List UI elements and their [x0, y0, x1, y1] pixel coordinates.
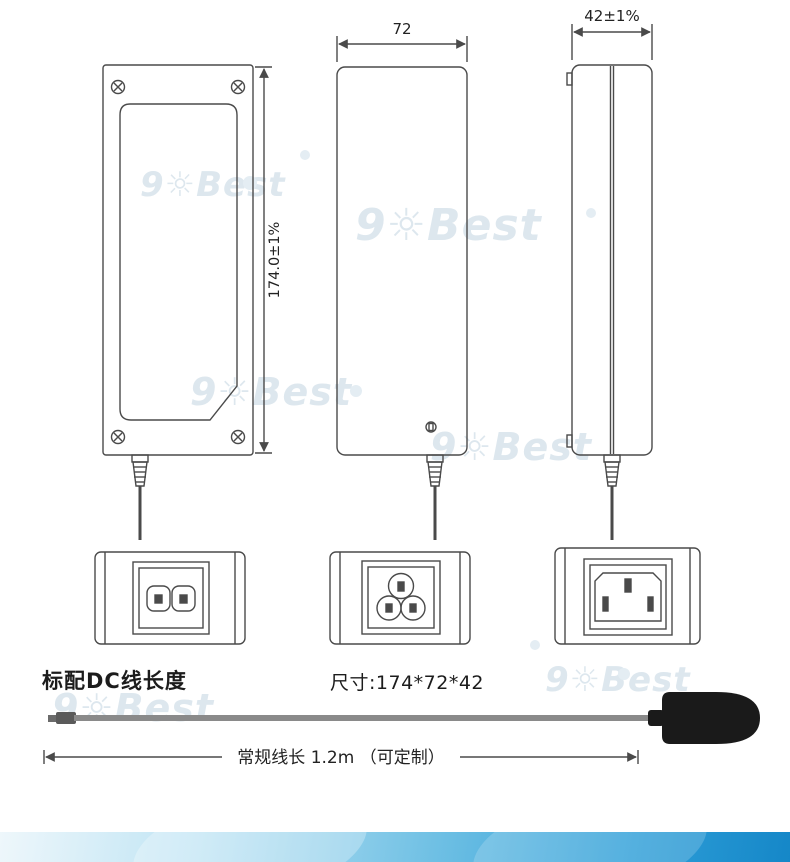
watermark-logo: 9☼Best — [430, 425, 593, 469]
clip-tab — [566, 434, 573, 448]
watermark-dot — [618, 668, 630, 680]
plug-strain-relief — [648, 710, 664, 726]
height-dimension — [255, 66, 272, 454]
watermark-logo: 9☼Best — [52, 686, 215, 730]
dc-plug-connector — [56, 712, 76, 724]
front-view — [102, 64, 272, 540]
strain-relief — [131, 454, 149, 540]
strain-relief — [603, 454, 621, 540]
adapter-body-outline — [102, 64, 254, 456]
watermark-logo: 9☼Best — [190, 370, 353, 414]
adapter-body-outline — [336, 66, 468, 456]
c14-socket-icon — [594, 572, 662, 622]
width-dimension-label: 72 — [392, 20, 411, 38]
c5-cloverleaf-socket-icon — [376, 572, 426, 621]
c8-socket-icon — [146, 585, 196, 612]
screw-icon — [110, 79, 126, 95]
led-hole-slot — [428, 422, 434, 432]
cable-length-dimension — [43, 750, 639, 764]
inlet-recess-inner — [367, 566, 435, 629]
screw-icon — [110, 429, 126, 445]
inlet-body-outline — [329, 551, 471, 645]
inlet-recess-outer — [361, 560, 441, 635]
footer-swash-shape — [118, 832, 382, 862]
edge-view — [566, 24, 653, 540]
inlet-body-outline — [554, 547, 701, 645]
cable-illustration — [43, 692, 760, 764]
dc-cable-length-title: 标配DC线长度 — [42, 669, 187, 693]
inlet-body-outline — [94, 551, 246, 645]
dc-plug-tip — [48, 715, 58, 722]
watermark-dot — [586, 208, 596, 218]
cable-length-label: 常规线长 1.2m （可定制） — [237, 748, 444, 768]
power-cable — [74, 715, 652, 721]
screw-icon — [230, 79, 246, 95]
height-dimension-label: 174.0±1% — [267, 222, 283, 299]
side-view — [336, 36, 468, 540]
inlet-recess-inner — [138, 567, 204, 629]
watermark-dot — [530, 640, 540, 650]
clip-tab — [566, 72, 573, 86]
watermark-logo: 9☼Best — [355, 200, 542, 251]
width-dimension — [336, 36, 468, 62]
inlet-recess-outer — [132, 561, 210, 635]
ac-wall-plug — [662, 692, 760, 744]
depth-dimension-label: 42±1% — [584, 7, 639, 25]
inlet-recess-outer — [583, 558, 673, 636]
inlet-view-c8 — [94, 551, 246, 645]
footer-accent-bar — [0, 832, 790, 862]
screw-icon — [230, 429, 246, 445]
inlet-recess-inner — [589, 564, 667, 630]
watermark-dot — [350, 385, 362, 397]
watermark-dot — [300, 150, 310, 160]
label-panel-outline — [119, 103, 238, 421]
strain-relief — [426, 454, 444, 540]
adapter-body-outline — [571, 64, 653, 456]
inlet-view-c5 — [329, 551, 471, 645]
overall-size-label: 尺寸:174*72*42 — [330, 672, 485, 694]
led-hole — [425, 421, 437, 433]
depth-dimension — [571, 24, 653, 60]
inlet-view-c14 — [554, 547, 701, 645]
footer-swash-shape — [458, 832, 722, 862]
